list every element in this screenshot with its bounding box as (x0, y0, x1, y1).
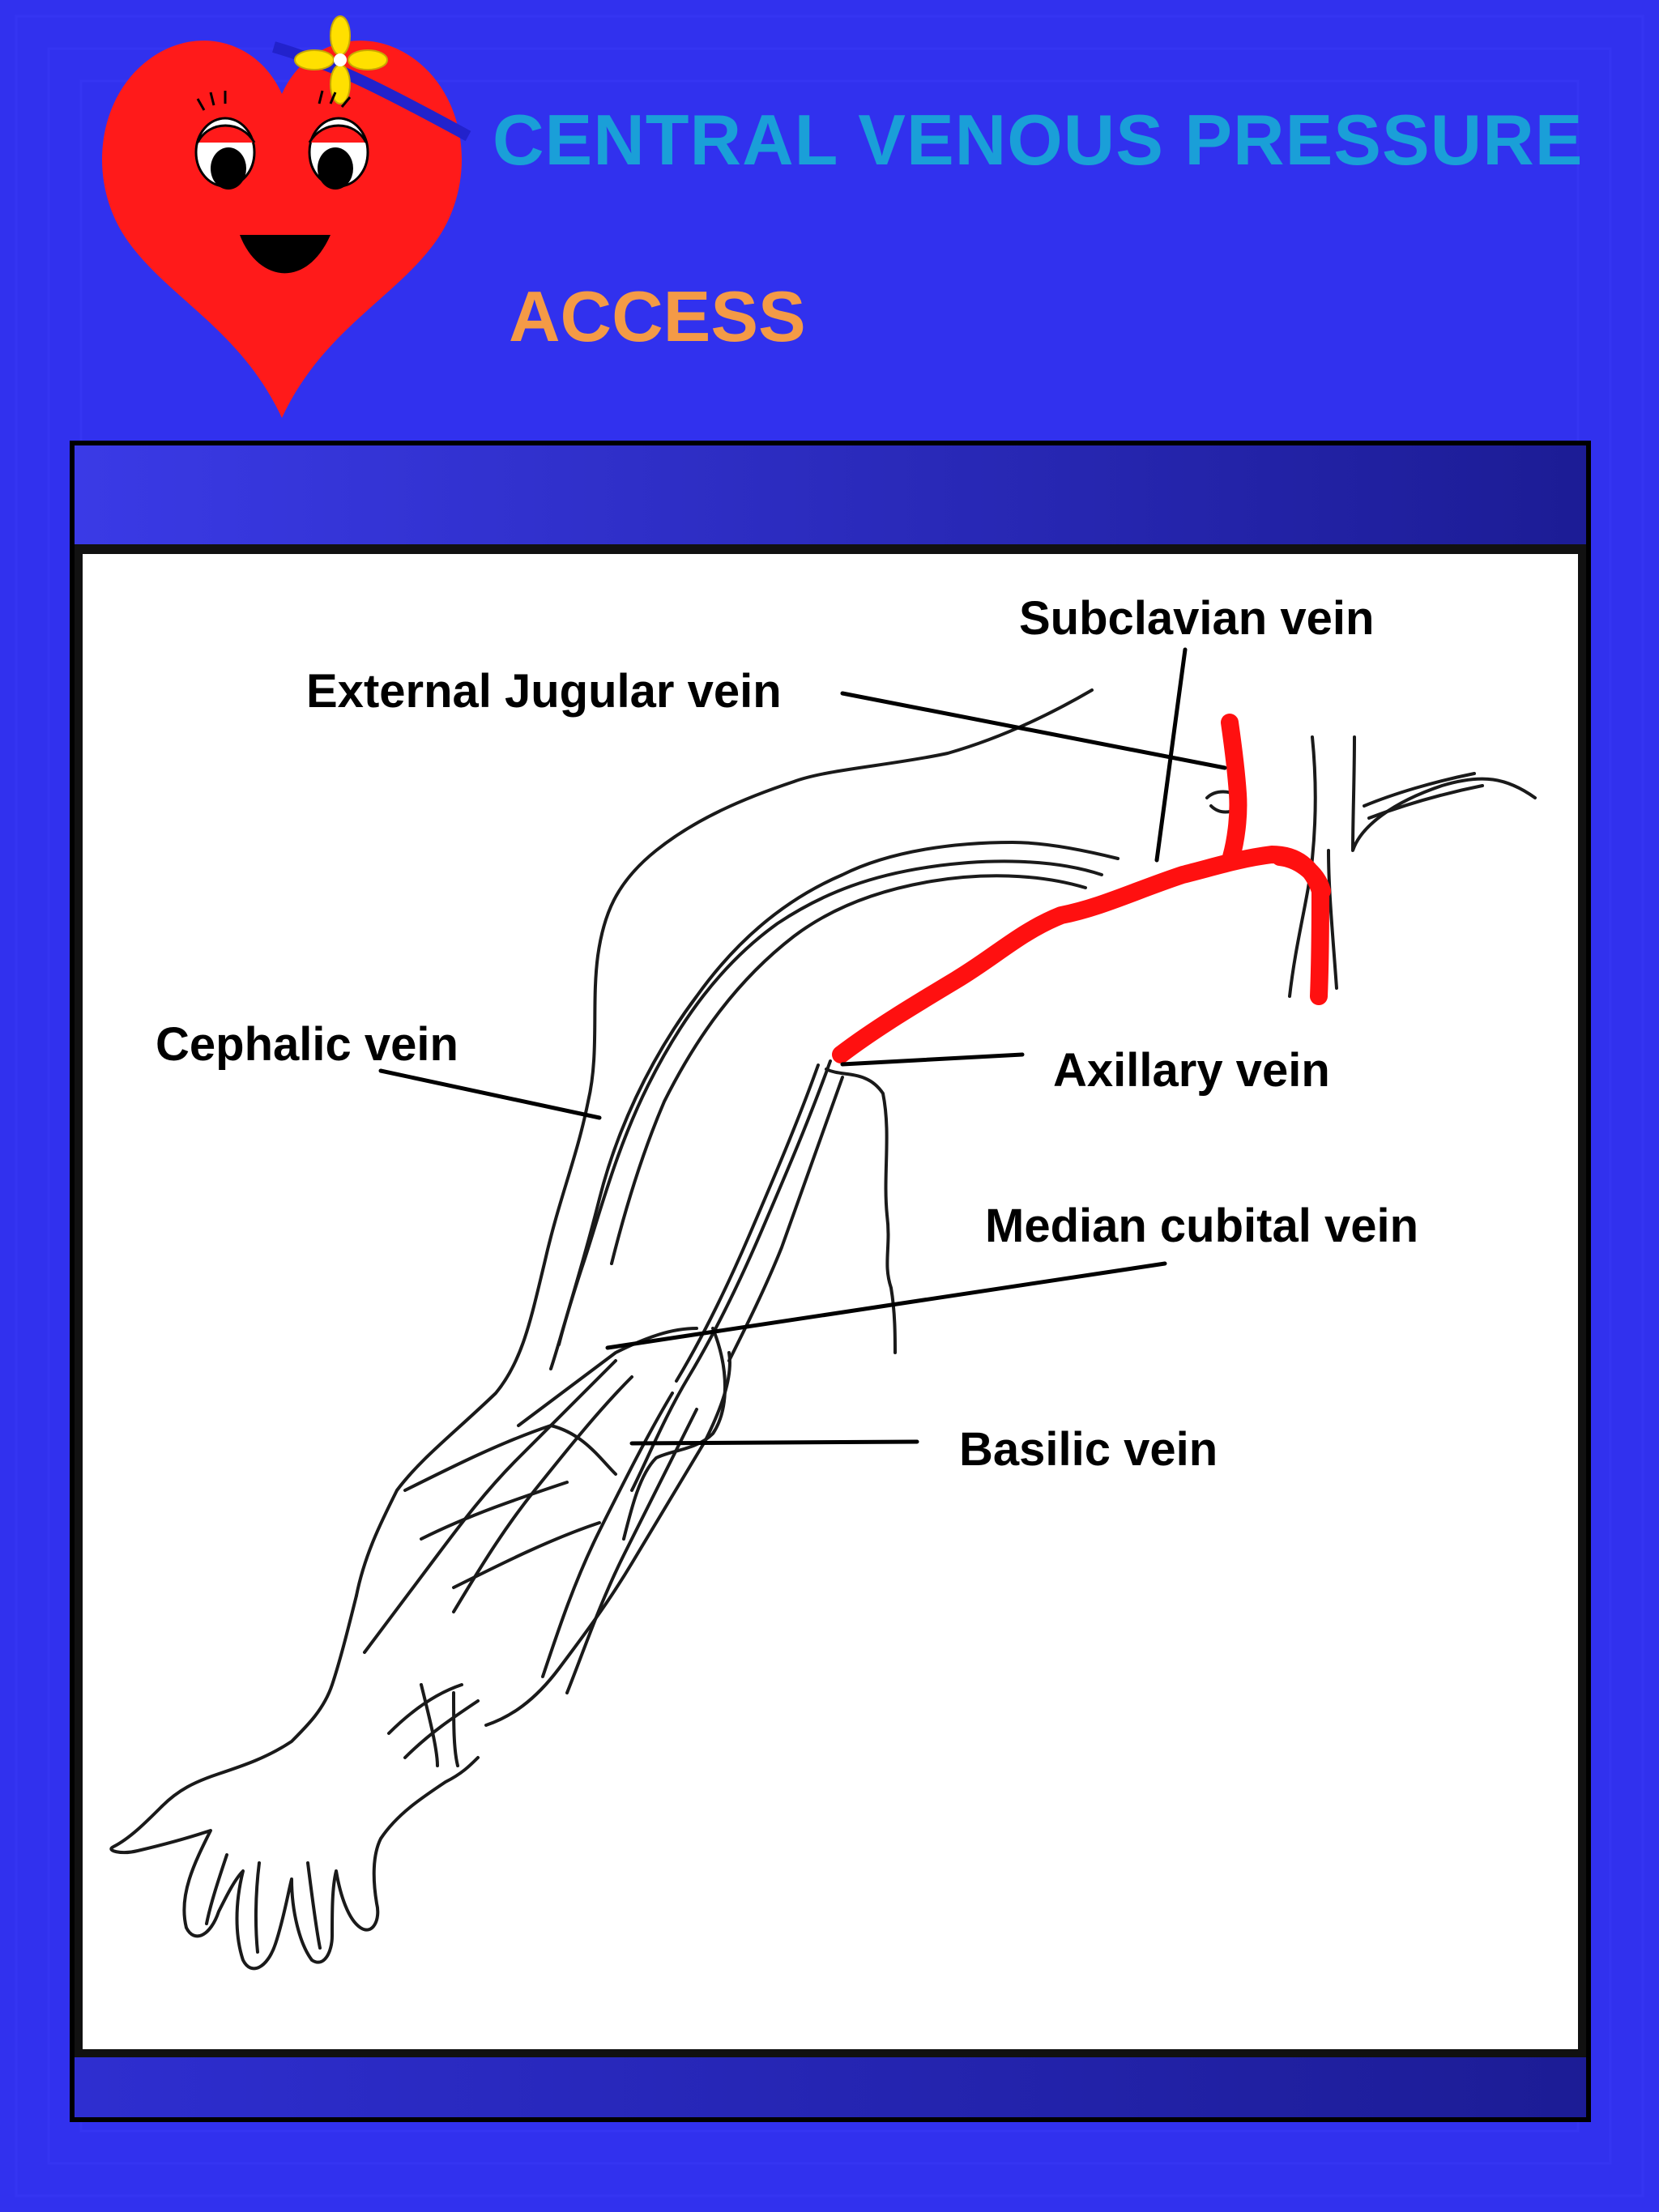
smiling-heart-logo-icon (101, 15, 471, 418)
panel-header-bar (75, 445, 1586, 544)
forearm-vein-a (363, 1359, 617, 1654)
slide-subtitle: ACCESS (509, 276, 806, 356)
panel-footer-bar (75, 2057, 1586, 2117)
basilic-vein-line-b (675, 1063, 820, 1383)
cephalic-vein-label: Cephalic vein (156, 1018, 458, 1071)
median-cubital-leader-line (605, 1261, 1167, 1350)
diagram-panel (70, 441, 1591, 2122)
subclavian-leader-line (1154, 647, 1188, 863)
right-vessel-line (1327, 849, 1338, 990)
neck-outline-left (1288, 735, 1317, 998)
slide-title: CENTRAL VENOUS PRESSURE (493, 100, 1584, 180)
wrist-veins (387, 1683, 480, 1767)
external-jugular-leader-line (840, 691, 1227, 770)
neck-lines (1363, 772, 1484, 820)
median-cubital-vein-label: Median cubital vein (985, 1200, 1418, 1252)
axillary-vein-label: Axillary vein (1053, 1044, 1330, 1097)
basilic-vein-line-a (630, 1059, 832, 1492)
external-jugular-vein-label: External Jugular vein (306, 665, 782, 718)
forearm-outline-lower (484, 1351, 731, 1727)
axillary-leader-line (840, 1052, 1025, 1067)
basilic-leader-line (629, 1439, 919, 1446)
finger-lines (205, 1853, 322, 1954)
highlighted-vein-route (832, 714, 1331, 1063)
neck-outline-right (1351, 735, 1537, 852)
elbow-outline (622, 1327, 727, 1541)
forearm-outline-outer (160, 1594, 358, 1808)
basilic-vein-line-c (727, 1076, 844, 1362)
forearm-crossing-c (452, 1521, 601, 1589)
forearm-crossing-b (420, 1481, 569, 1541)
arm-outline-inner (557, 841, 1120, 1346)
forearm-vein-b (452, 1375, 633, 1613)
forearm-vein-c (541, 1392, 674, 1678)
armpit-outline (825, 1068, 897, 1354)
basilic-vein-label: Basilic vein (959, 1423, 1218, 1476)
forearm-vein-d (565, 1408, 698, 1694)
cephalic-vein-line-b (610, 874, 1087, 1265)
hand-outline (109, 1756, 480, 1971)
cephalic-leader-line (378, 1068, 602, 1120)
cephalic-vein-line-a (549, 859, 1103, 1370)
median-cubital-vein-line (517, 1327, 698, 1427)
arm-outline-upper (355, 688, 1094, 1597)
subclavian-vein-label: Subclavian vein (1019, 592, 1375, 645)
panel-body (83, 554, 1578, 2049)
forearm-crossing-a (403, 1424, 617, 1492)
